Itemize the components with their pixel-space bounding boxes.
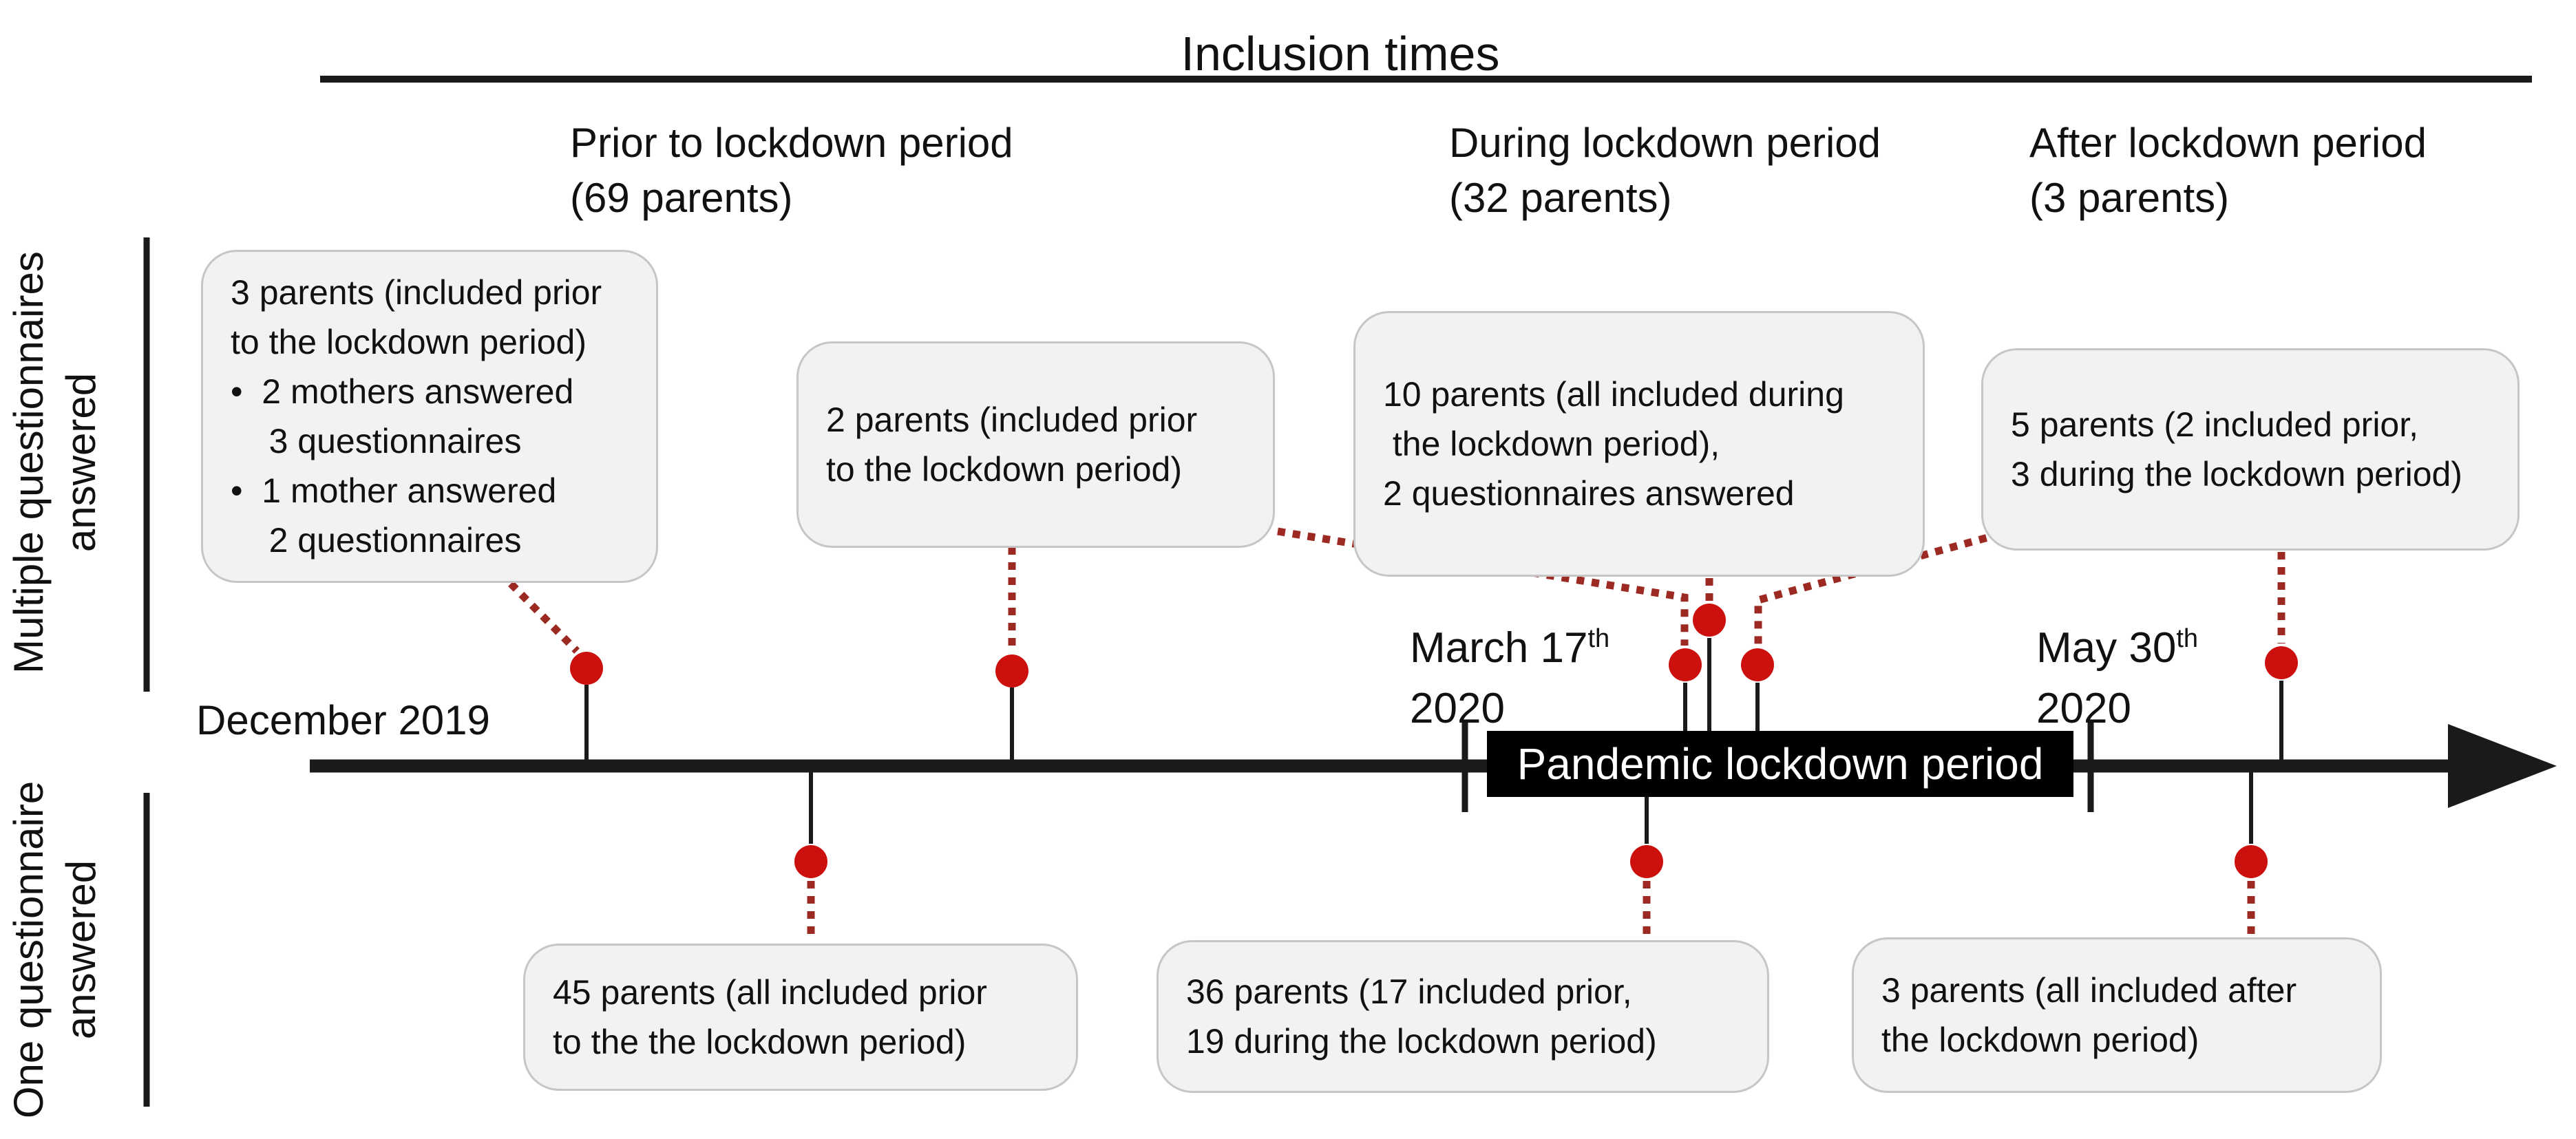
callout-line: to the lockdown period) xyxy=(231,323,587,361)
callout-line: 45 parents (all included prior xyxy=(553,973,987,1012)
dot-one-mixed xyxy=(1630,845,1663,878)
callout-line: • 2 mothers answered xyxy=(231,372,574,411)
period-prior-count: (69 parents) xyxy=(570,175,793,221)
row-label-one-questionnaire: One questionnaire answered xyxy=(3,778,113,1122)
period-after-count: (3 parents) xyxy=(2029,175,2230,221)
date-lockdown-start: March 17th 2020 xyxy=(1410,621,1609,736)
dot-one-after xyxy=(2235,845,2268,878)
dot-multi-lockdown-right xyxy=(1741,648,1774,681)
callout-45parents-prior: 45 parents (all included prior to the th… xyxy=(523,944,1078,1091)
callout-3parents-multi-prior: 3 parents (included prior to the lockdow… xyxy=(201,250,658,583)
dot-multi-prior-1 xyxy=(570,652,603,685)
callout-line: 36 parents (17 included prior, xyxy=(1186,972,1632,1011)
callout-10parents-during: 10 parents (all included during the lock… xyxy=(1353,311,1925,577)
date-lockdown-start-ordinal: th xyxy=(1587,624,1610,653)
callout-line: 2 questionnaires xyxy=(231,521,522,560)
dot-multi-lockdown-mid xyxy=(1693,604,1726,637)
period-during-count: (32 parents) xyxy=(1449,175,1672,221)
callout-line: the lockdown period), xyxy=(1383,425,1720,463)
period-header-after: After lockdown period (3 parents) xyxy=(2029,116,2427,226)
callout-2parents-prior: 2 parents (included prior to the lockdow… xyxy=(796,341,1275,548)
dot-multi-prior-2 xyxy=(995,654,1028,688)
connector-callout-3parents-multi xyxy=(508,581,580,654)
date-lockdown-end-day: May 30 xyxy=(2036,624,2177,672)
callout-line: 19 during the lockdown period) xyxy=(1186,1022,1657,1061)
figure-title: Inclusion times xyxy=(1181,27,1500,81)
date-lockdown-end: May 30th 2020 xyxy=(2036,621,2198,736)
callout-line: the lockdown period) xyxy=(1881,1021,2199,1059)
date-lockdown-start-year: 2020 xyxy=(1410,685,1505,732)
callout-line: to the lockdown period) xyxy=(826,450,1182,489)
callout-line: 3 parents (included prior xyxy=(231,273,602,312)
dot-one-prior xyxy=(794,845,827,878)
period-during-label: During lockdown period xyxy=(1449,120,1881,166)
row-label-multiple-questionnaires: Multiple questionnaires answered xyxy=(3,225,113,700)
dot-multi-after xyxy=(2265,646,2298,679)
period-after-label: After lockdown period xyxy=(2029,120,2427,166)
timeline-arrowhead-icon xyxy=(2448,724,2557,808)
callout-3parents-after: 3 parents (all included after the lockdo… xyxy=(1852,937,2382,1093)
date-lockdown-start-line1: March 17th xyxy=(1410,621,1609,681)
callout-line: 3 questionnaires xyxy=(231,422,522,460)
dot-multi-lockdown-left xyxy=(1669,648,1702,681)
callout-line: 5 parents (2 included prior, xyxy=(2011,405,2419,444)
date-lockdown-end-line1: May 30th xyxy=(2036,621,2198,681)
callout-line: 2 parents (included prior xyxy=(826,401,1198,439)
row-label-multiple-line2: answered xyxy=(58,372,104,553)
date-lockdown-start-day: March 17 xyxy=(1410,624,1588,672)
callout-line: 2 questionnaires answered xyxy=(1383,474,1795,513)
date-lockdown-end-ordinal: th xyxy=(2176,624,2199,653)
callout-line: • 1 mother answered xyxy=(231,471,557,510)
date-lockdown-end-year: 2020 xyxy=(2036,685,2131,732)
period-prior-label: Prior to lockdown period xyxy=(570,120,1013,166)
callout-line: to the the lockdown period) xyxy=(553,1023,967,1061)
callout-line: 3 during the lockdown period) xyxy=(2011,455,2462,493)
row-label-one-line2: answered xyxy=(58,860,104,1040)
lockdown-period-bar: Pandemic lockdown period xyxy=(1487,731,2073,797)
callout-5parents-mixed: 5 parents (2 included prior, 3 during th… xyxy=(1981,348,2520,551)
row-label-one-line1: One questionnaire xyxy=(6,780,52,1119)
callout-line: 10 parents (all included during xyxy=(1383,375,1844,414)
period-header-prior: Prior to lockdown period (69 parents) xyxy=(570,116,1013,226)
row-label-multiple-line1: Multiple questionnaires xyxy=(6,251,52,674)
period-header-during: During lockdown period (32 parents) xyxy=(1449,116,1881,226)
callout-line: 3 parents (all included after xyxy=(1881,971,2297,1010)
timeline-start-label: December 2019 xyxy=(196,697,490,743)
callout-36parents-mixed: 36 parents (17 included prior, 19 during… xyxy=(1157,940,1769,1093)
